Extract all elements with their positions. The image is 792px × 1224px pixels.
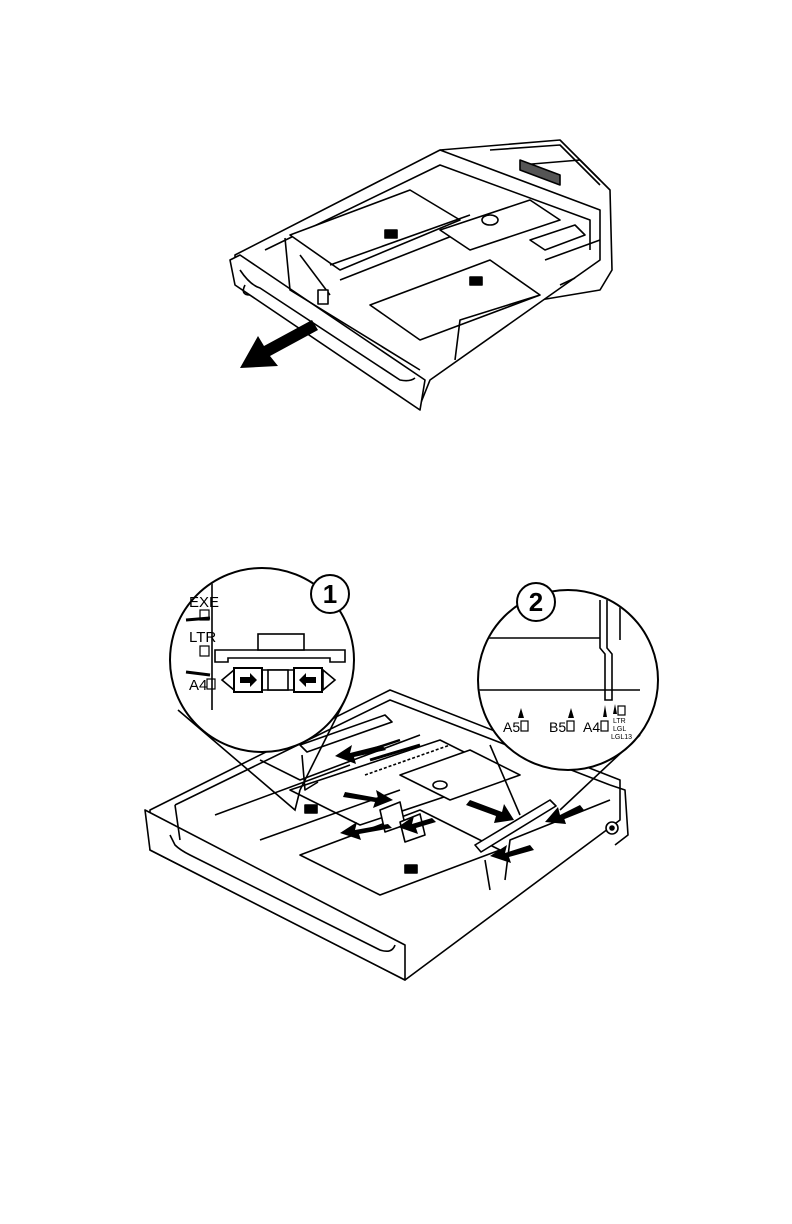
size-label-a4: A4: [189, 677, 207, 694]
size-label-exe: EXE: [189, 594, 219, 611]
guide-adjust-illustration: EXE LTR A4 1 A5 B5 A4 LTR LGL LGL13: [0, 560, 792, 1000]
paper-tray-icon: [230, 150, 600, 410]
pull-out-arrow-icon: [240, 320, 318, 368]
page-edge: [0, 0, 792, 3]
size-label-b5: B5: [549, 719, 566, 735]
callout-number-2: 2: [529, 587, 543, 617]
size-label-ltr: LTR: [189, 629, 216, 646]
size-label-a5: A5: [503, 719, 520, 735]
size-label-lgl-small: LGL: [613, 726, 626, 733]
size-label-lgl13-small: LGL13: [611, 734, 632, 741]
size-label-a4: A4: [583, 719, 600, 735]
tray-pullout-illustration: [0, 120, 792, 420]
size-label-ltr-small: LTR: [613, 718, 626, 725]
callout-number-1: 1: [323, 579, 337, 609]
